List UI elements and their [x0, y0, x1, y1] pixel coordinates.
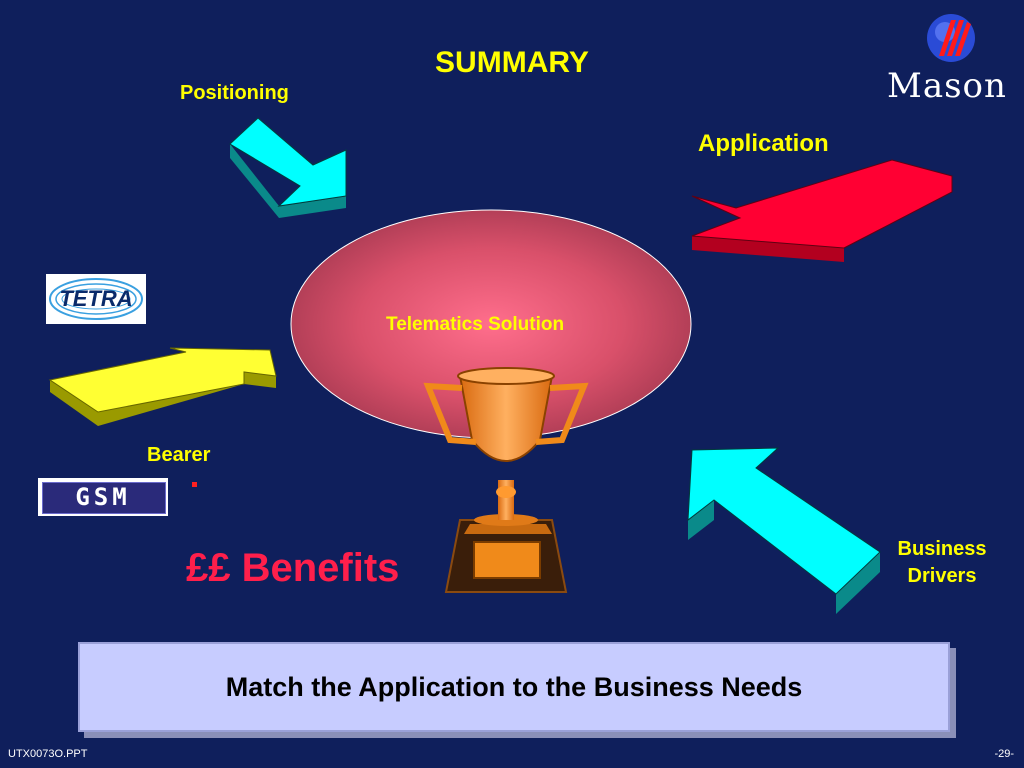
tetra-logo-icon: [49, 278, 143, 320]
benefits-label: ££ Benefits: [186, 546, 400, 590]
bearer-arrow: [48, 347, 277, 426]
application-arrow: [691, 159, 953, 262]
footer-filename: UTX0073O.PPT: [8, 748, 88, 760]
tetra-logo: TETRA: [46, 274, 146, 324]
positioning-label: Positioning: [180, 82, 289, 104]
mason-logo-icon: [927, 14, 975, 62]
diagram-graphic: [48, 117, 953, 614]
trophy-icon: [423, 367, 589, 593]
slide-title: SUMMARY: [435, 46, 589, 79]
gsm-logo-dot: [192, 482, 197, 487]
bearer-label: Bearer: [147, 444, 211, 466]
application-label: Application: [698, 130, 829, 157]
tetra-logo-text: TETRA: [59, 286, 133, 311]
business-drivers-label: Business Drivers: [892, 538, 992, 588]
business-drivers-line1: Business: [897, 538, 987, 560]
telematics-solution-label: Telematics Solution: [386, 314, 565, 335]
banner-text: Match the Application to the Business Ne…: [225, 671, 803, 702]
gsm-logo-panel: [42, 482, 166, 514]
business-drivers-line2: Drivers: [907, 565, 977, 587]
positioning-arrow: [229, 117, 347, 218]
footer-page-number: -29-: [994, 748, 1014, 760]
mason-wordmark: Mason: [887, 66, 1007, 106]
summary-banner: Match the Application to the Business Ne…: [78, 642, 950, 732]
gsm-logo-text: GSM: [75, 483, 131, 511]
business-drivers-arrow: [687, 447, 881, 614]
gsm-logo: GSM: [38, 478, 197, 516]
